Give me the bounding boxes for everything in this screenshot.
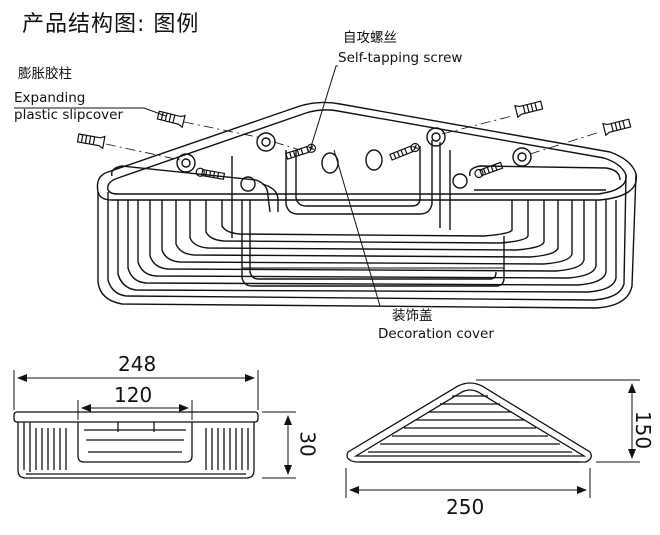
top-dimensions (345, 379, 640, 498)
page-title: 产品结构图: 图例 (22, 12, 200, 37)
expanding-label-en-1: Expanding (14, 90, 86, 106)
screws (195, 142, 504, 181)
leader-lines (14, 65, 381, 307)
expanding-label-en-2: plastic slipcover (14, 107, 124, 123)
front-view (13, 411, 259, 479)
screw-label-cn: 自攻螺丝 (343, 30, 397, 46)
dim-top-width: 250 (446, 495, 485, 519)
screw-label-en: Self-tapping screw (338, 50, 463, 66)
front-dimensions (13, 370, 296, 479)
dim-front-inner: 120 (114, 383, 153, 407)
cover-label-cn: 装饰盖 (392, 308, 433, 324)
dim-front-width: 248 (118, 352, 157, 376)
basket-isometric (96, 101, 638, 309)
expanding-plugs (76, 100, 632, 150)
top-view (346, 382, 592, 463)
expanding-label-cn: 膨胀胶柱 (18, 66, 72, 82)
cover-label-en: Decoration cover (378, 326, 494, 342)
center-lines (105, 115, 601, 161)
